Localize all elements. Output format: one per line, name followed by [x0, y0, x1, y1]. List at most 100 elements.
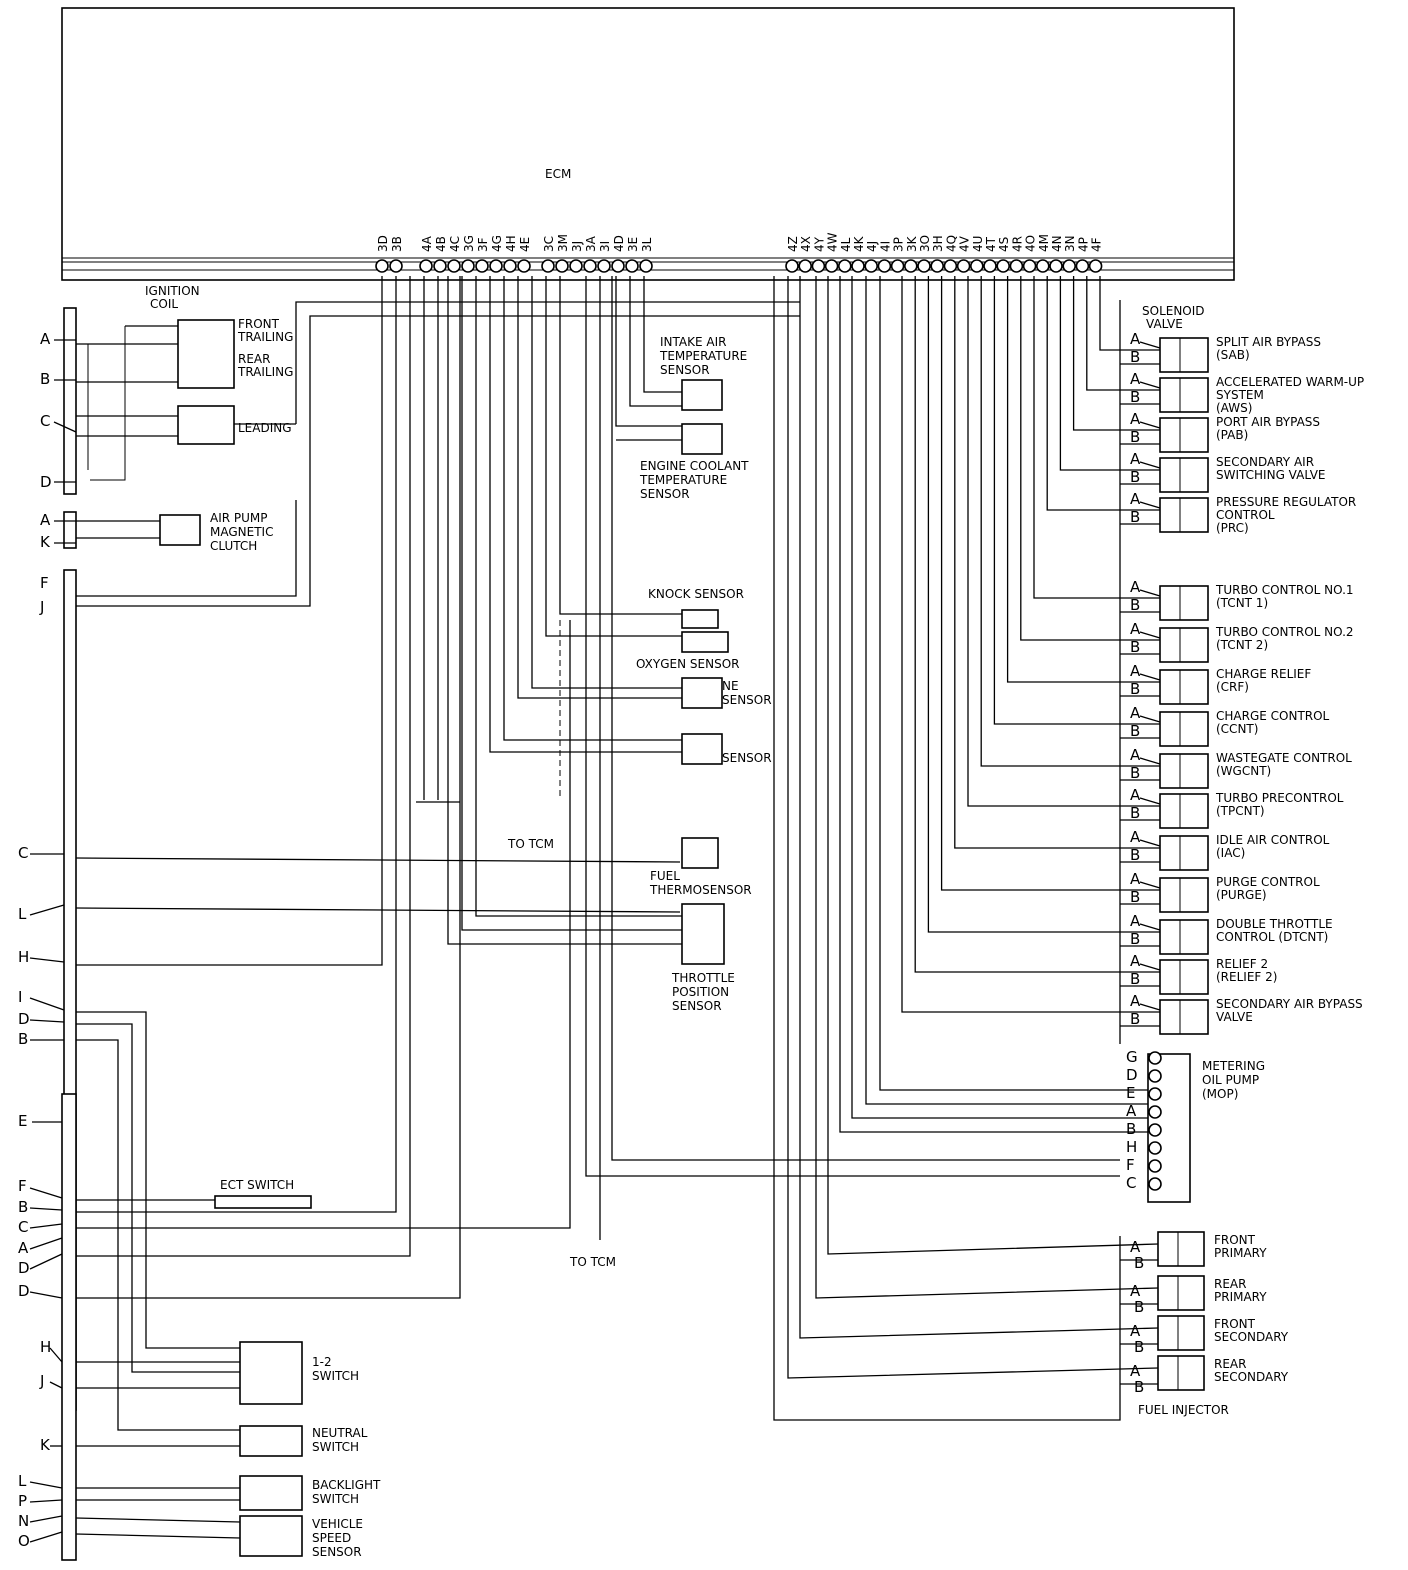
vss-label-1: VEHICLE: [312, 1517, 363, 1531]
solenoid-label-13-0: DOUBLE THROTTLE: [1216, 917, 1333, 931]
pin-a: A: [1130, 746, 1141, 764]
mop-pin-circle: [1148, 1051, 1162, 1065]
pin-b: B: [1130, 1010, 1140, 1028]
ect-sensor-label-3: SENSOR: [640, 487, 690, 501]
injector-label-2-1: SECONDARY: [1214, 1330, 1289, 1344]
solenoid-wire: [954, 276, 1160, 849]
ecm-pin-label-3p: 3P: [892, 237, 906, 252]
mop-pin-d: D: [1126, 1066, 1138, 1084]
ecm-pin-4f: [1088, 259, 1103, 273]
fuel-injector-label: FUEL INJECTOR: [1138, 1403, 1229, 1417]
ecm-pin-label-3o: 3O: [918, 235, 932, 252]
solenoid-wire: [927, 276, 1160, 933]
pin-a: A: [1130, 704, 1141, 722]
ect-sensor-label-1: ENGINE COOLANT: [640, 459, 749, 473]
mop-pin-circle: [1148, 1141, 1162, 1155]
ecm-pin-3n: [1062, 259, 1076, 273]
pin-a: A: [1130, 370, 1141, 388]
tps-label-2: POSITION: [672, 985, 729, 999]
pin-c: C: [40, 412, 50, 430]
solenoid-label-6-1: (TCNT 2): [1216, 638, 1268, 652]
pin-b: B: [1130, 846, 1140, 864]
mop-pin-c: C: [1126, 1174, 1136, 1192]
solenoid-label-0-1: (SAB): [1216, 348, 1250, 362]
ecm-pin-4t: [983, 259, 997, 273]
mop-pin-h: H: [1126, 1138, 1137, 1156]
ecm-pin-3l: [639, 259, 653, 273]
solenoid-label-9-1: (WGCNT): [1216, 764, 1271, 778]
pin-b: B: [1130, 970, 1140, 988]
solenoid-wire: [1059, 276, 1160, 471]
injector-label-1-0: REAR: [1214, 1277, 1246, 1291]
solenoid-connector: [1159, 417, 1209, 453]
switch-12-label-2: SWITCH: [312, 1369, 359, 1383]
solenoid-connector: [1159, 457, 1209, 493]
ecm-module: ECM: [61, 7, 1235, 281]
injector-connector: [1157, 1231, 1205, 1267]
injector-label-3-1: SECONDARY: [1214, 1370, 1289, 1384]
rear-trailing-1: REAR: [238, 352, 270, 366]
solenoid-label-8-0: CHARGE CONTROL: [1216, 709, 1330, 723]
solenoid-connector: [1159, 337, 1209, 373]
connector-clh: C L H: [18, 276, 681, 966]
pin-h: H: [40, 1338, 51, 1356]
mop-wire: [879, 276, 1148, 1091]
solenoid-label-10-0: TURBO PRECONTROL: [1215, 791, 1344, 805]
pin-a: A: [1130, 786, 1141, 804]
injector-wire: [827, 276, 1159, 1255]
pin-d: D: [40, 473, 52, 491]
ecm-pin-3i: [597, 259, 611, 273]
pin-b: B: [1130, 596, 1140, 614]
ecm-pin-3h: [930, 259, 945, 273]
solenoid-wire: [967, 276, 1160, 807]
pin-j: J: [39, 598, 44, 616]
ecm-pin-label-3m: 3M: [556, 234, 570, 252]
solenoid-label-5-1: (TCNT 1): [1216, 596, 1268, 610]
pin-b: B: [1130, 680, 1140, 698]
connector-ignition: A B C D: [40, 307, 77, 495]
ecm-pin-label-3n: 3N: [1063, 235, 1077, 252]
solenoid-connector: [1159, 627, 1209, 663]
pin-b: B: [1130, 428, 1140, 446]
vss-label-3: SENSOR: [312, 1545, 362, 1559]
injector-wire: [787, 276, 1159, 1379]
pin-c: C: [18, 844, 28, 862]
pin-i: I: [18, 988, 22, 1006]
solenoid-connector: [1159, 999, 1209, 1035]
solenoid-label-0-0: SPLIT AIR BYPASS: [1216, 335, 1321, 349]
mop-pin-circle: [1148, 1177, 1162, 1191]
pin-a: A: [18, 1239, 29, 1257]
ecm-pin-4s: [996, 259, 1011, 273]
solenoid-connector: [1159, 959, 1209, 995]
solenoid-label-12-1: (PURGE): [1216, 888, 1267, 902]
pin-d2: D: [18, 1282, 30, 1300]
g-sensor-label: SENSOR: [722, 751, 772, 765]
injector-common-wire: [773, 276, 1121, 1421]
ect-sensor-label-2: TEMPERATURE: [639, 473, 727, 487]
mop-pin-a: A: [1126, 1102, 1137, 1120]
ecm-pin-label-4m: 4M: [1037, 234, 1051, 252]
injector-label-3-0: REAR: [1214, 1357, 1246, 1371]
pin-b: B: [1130, 388, 1140, 406]
mop-pin-f: F: [1126, 1156, 1135, 1174]
connector-air-pump: A K AIR PUMP MAGNETIC CLUTCH: [40, 511, 273, 553]
ecm-pin-3g: [461, 259, 475, 273]
pin-a: A: [1130, 1362, 1141, 1380]
pin-a: A: [1130, 330, 1141, 348]
ecm-pin-4c: [447, 259, 461, 273]
ecm-pin-4d: [611, 259, 625, 273]
pin-b: B: [1130, 804, 1140, 822]
ecm-pin-label-4o: 4O: [1024, 235, 1038, 252]
pin-a: A: [1130, 662, 1141, 680]
pin-j: J: [39, 1372, 44, 1390]
pin-a: A: [1130, 912, 1141, 930]
solenoid-connector: [1159, 585, 1209, 621]
